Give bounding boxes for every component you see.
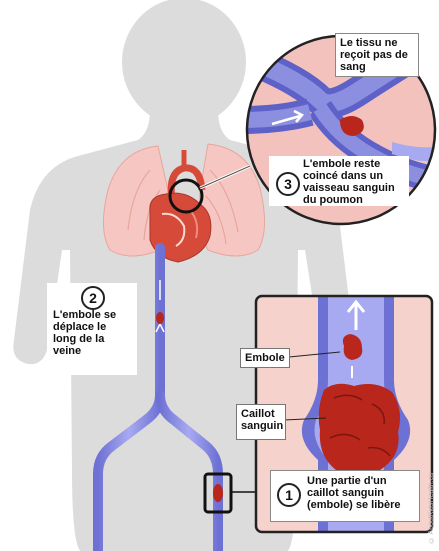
step-2-badge: 2 [81,286,105,310]
embolus-label-text: Embole [245,352,285,364]
tissue-callout-text: Le tissu ne reçoit pas de sang [340,37,414,73]
stuck-callout-text: L'embole reste coincé dans un vaisseau s… [303,158,405,206]
embolus-label: Embole [240,348,290,368]
step-2-number: 2 [89,290,97,306]
copyright-text: © AboutKidsHealth.ca [428,473,435,543]
release-callout-text: Une partie d'un caillot sanguin (embole)… [307,475,415,511]
step-3-badge: 3 [276,172,300,196]
leg-clot [213,484,223,502]
step-1-badge: 1 [277,483,301,507]
clot-label-text: Caillot sanguin [241,408,281,432]
tissue-callout: Le tissu ne reçoit pas de sang [335,33,419,77]
moves-callout-text: L'embole se déplace le long de la veine [53,309,131,357]
step-1-number: 1 [285,487,293,503]
step-3-number: 3 [284,176,292,192]
clot-label: Caillot sanguin [236,404,286,440]
